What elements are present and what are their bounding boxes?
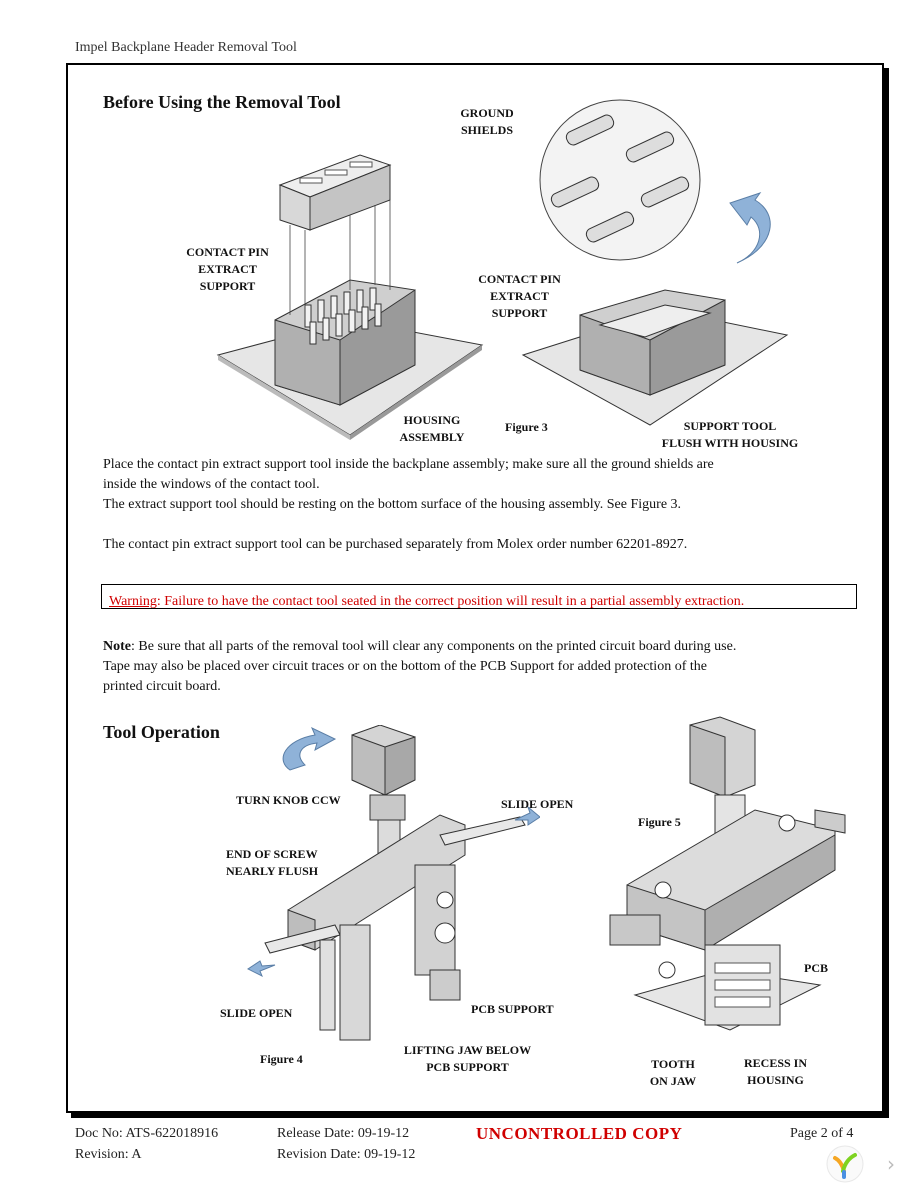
viewer-logo-icon[interactable] xyxy=(823,1144,867,1184)
callout-support-tool-flush: SUPPORT TOOL FLUSH WITH HOUSING xyxy=(661,419,799,450)
warning-box: Warning: Failure to have the contact too… xyxy=(101,584,857,609)
footer-doc-no: Doc No: ATS-622018916 xyxy=(75,1126,219,1141)
instruction-paragraph-1: Place the contact pin extract support to… xyxy=(103,457,714,512)
footer-revision-date: Revision Date: 09-19-12 xyxy=(277,1147,416,1162)
footer-uncontrolled-copy: UNCONTROLLED COPY xyxy=(476,1124,683,1143)
callout-housing-assembly: HOUSING ASSEMBLY xyxy=(399,413,465,444)
warning-label: Warning xyxy=(109,594,157,609)
callout-pcb-support: PCB SUPPORT xyxy=(471,1002,554,1016)
callout-recess-in-housing: RECESS IN HOUSING xyxy=(743,1056,808,1087)
footer-page-number: Page 2 of 4 xyxy=(790,1126,854,1141)
figure3-left-illustration xyxy=(216,154,484,440)
section-title-tool-operation: Tool Operation xyxy=(103,722,220,742)
document-header: Impel Backplane Header Removal Tool xyxy=(75,40,297,55)
figure4-illustration xyxy=(247,725,540,1041)
content-frame xyxy=(66,63,884,1113)
callout-contact-pin-extract-support-left: CONTACT PIN EXTRACT SUPPORT xyxy=(186,245,269,293)
note-paragraph: Note: Be sure that all parts of the remo… xyxy=(103,639,737,694)
note-label: Note xyxy=(103,639,131,654)
warning-text: : Failure to have the contact tool seate… xyxy=(156,594,745,609)
figure4-caption: Figure 4 xyxy=(260,1052,303,1066)
callout-turn-knob-ccw: TURN KNOB CCW xyxy=(236,793,341,807)
callout-lifting-jaw: LIFTING JAW BELOW PCB SUPPORT xyxy=(403,1043,532,1074)
callout-slide-open-right: SLIDE OPEN xyxy=(501,797,574,811)
section-title-before-using: Before Using the Removal Tool xyxy=(103,92,341,112)
instruction-paragraph-2: The contact pin extract support tool can… xyxy=(103,537,688,552)
figure5-caption: Figure 5 xyxy=(638,815,681,829)
callout-pcb: PCB xyxy=(804,961,828,975)
figure3-right-illustration xyxy=(521,99,789,426)
figure5-illustration xyxy=(609,716,846,1031)
figure3-caption: Figure 3 xyxy=(505,420,548,434)
footer-revision: Revision: A xyxy=(75,1147,142,1162)
next-page-chevron-icon[interactable]: › xyxy=(887,1152,895,1176)
callout-contact-pin-extract-support-right: CONTACT PIN EXTRACT SUPPORT xyxy=(478,272,561,320)
callout-ground-shields: GROUND SHIELDS xyxy=(460,106,514,137)
callout-slide-open-left: SLIDE OPEN xyxy=(220,1006,293,1020)
callout-tooth-on-jaw: TOOTH ON JAW xyxy=(649,1057,697,1088)
footer-release-date: Release Date: 09-19-12 xyxy=(277,1126,410,1141)
callout-end-of-screw: END OF SCREW NEARLY FLUSH xyxy=(226,847,319,878)
